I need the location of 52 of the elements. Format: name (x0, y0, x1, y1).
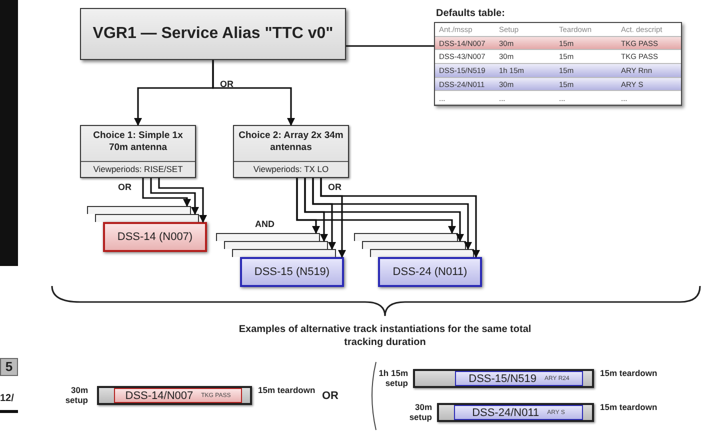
viewperiods-band: Viewperiods: RISE/SET (81, 161, 195, 177)
track-name: DSS-14/N007 (125, 390, 194, 402)
choice-box (80, 125, 196, 178)
choice-title: Choice 1: Simple 1x 70m antenna (92, 130, 184, 154)
stacked-card (224, 241, 328, 249)
branch-label: OR (118, 181, 132, 193)
track-bar (413, 369, 594, 388)
stacked-card (362, 241, 466, 249)
connector-arrow (320, 178, 480, 258)
duration-label: 1h 15m setup (378, 368, 408, 388)
stacked-card (232, 249, 336, 257)
antenna-name: DSS-15 (N519) (254, 266, 330, 278)
box-title: VGR1 — Service Alias "TTC v0" (92, 25, 334, 43)
duration-label: 15m teardown (258, 385, 316, 395)
connector-arrow (296, 178, 456, 234)
duration-label: 15m teardown (600, 368, 658, 378)
antenna-card (103, 222, 207, 252)
antenna-name: DSS-24 (N011) (392, 266, 468, 278)
choice-title: Choice 2: Array 2x 34m antennas (238, 130, 344, 154)
slide-number-tab: 5 (0, 358, 18, 376)
stacked-card (216, 233, 320, 241)
connector-arrow (304, 178, 464, 242)
stacked-card (370, 249, 474, 257)
track-bar (97, 386, 252, 405)
duration-label: 30m setup (408, 402, 432, 422)
stacked-card (354, 233, 458, 241)
stacked-card (95, 214, 199, 222)
caption-text: Examples of alternative track instantiations for the same total tracking duration (238, 323, 532, 349)
antenna-card (378, 257, 482, 287)
or-label: OR (322, 390, 340, 402)
connector-arrow (150, 178, 199, 215)
connector-arrow (158, 178, 207, 223)
connector-arrow (142, 178, 191, 207)
track-name: DSS-15/N519 (468, 372, 537, 384)
branch-label: AND (255, 218, 276, 230)
service-box (80, 8, 346, 60)
duration-label: 15m teardown (600, 402, 658, 412)
track-bar (437, 403, 594, 422)
connector-arrow (212, 60, 295, 126)
stacked-card (87, 206, 191, 214)
table-heading: Defaults table: (436, 8, 505, 19)
branch-label: OR (328, 181, 342, 193)
track-name: DSS-24/N011 (472, 406, 540, 418)
duration-label: 30m setup (64, 385, 88, 405)
connector-line (346, 45, 434, 47)
connector-arrow (312, 178, 472, 250)
antenna-card (240, 257, 344, 287)
branch-label: OR (220, 78, 234, 90)
date-fragment: 12/ (0, 393, 15, 405)
antenna-name: DSS-14 (N007) (117, 231, 193, 243)
viewperiods-band: Viewperiods: TX LO (234, 161, 348, 177)
choice-box (233, 125, 349, 178)
